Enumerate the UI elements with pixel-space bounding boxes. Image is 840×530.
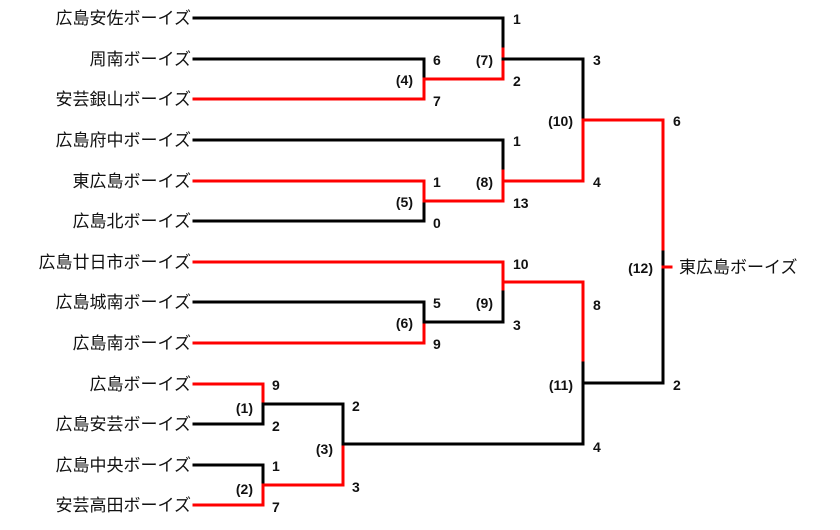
score: 2	[352, 398, 360, 414]
score: 1	[513, 133, 521, 149]
team-label: 周南ボーイズ	[90, 50, 192, 70]
team-label: 広島南ボーイズ	[73, 334, 192, 354]
team-label: 広島安佐ボーイズ	[56, 9, 192, 29]
score: 6	[433, 52, 441, 68]
team-label: 広島北ボーイズ	[73, 212, 192, 232]
match-number: (2)	[236, 481, 253, 497]
team-label: 広島中央ボーイズ	[56, 456, 192, 476]
score: 1	[433, 174, 441, 190]
team-label: 広島安芸ボーイズ	[56, 415, 192, 435]
score: 4	[593, 439, 601, 455]
match-number: (1)	[236, 400, 253, 416]
score: 13	[513, 195, 529, 211]
score: 4	[593, 174, 601, 190]
match-number: (12)	[628, 260, 653, 276]
match-number: (8)	[476, 174, 493, 190]
team-label: 広島城南ボーイズ	[56, 293, 192, 313]
score: 7	[272, 499, 280, 515]
team-label: 広島ボーイズ	[90, 375, 192, 395]
score: 9	[272, 377, 280, 393]
team-label: 安芸高田ボーイズ	[56, 496, 192, 516]
match-number: (3)	[316, 441, 333, 457]
team-label: 広島府中ボーイズ	[56, 131, 192, 151]
score: 7	[433, 93, 441, 109]
match-number: (4)	[396, 72, 413, 88]
score: 8	[593, 297, 601, 313]
match-number: (6)	[396, 315, 413, 331]
score: 1	[513, 11, 521, 27]
score: 10	[513, 256, 529, 272]
score: 6	[673, 113, 681, 129]
score: 1	[272, 458, 280, 474]
score: 3	[513, 317, 521, 333]
score: 2	[272, 418, 280, 434]
score: 0	[433, 215, 441, 231]
match-number: (11)	[549, 377, 573, 393]
team-label: 広島廿日市ボーイズ	[39, 253, 192, 273]
champion-label: 東広島ボーイズ	[679, 258, 798, 278]
team-label: 安芸銀山ボーイズ	[56, 90, 192, 110]
score: 3	[352, 479, 360, 495]
match-number: (7)	[476, 52, 493, 68]
score: 3	[593, 52, 601, 68]
team-label: 東広島ボーイズ	[73, 172, 192, 192]
score: 5	[433, 295, 441, 311]
match-number: (5)	[396, 194, 413, 210]
score: 2	[673, 377, 681, 393]
match-number: (9)	[476, 295, 493, 311]
score: 9	[433, 336, 441, 352]
score: 2	[513, 73, 521, 89]
match-number: (10)	[548, 113, 573, 129]
